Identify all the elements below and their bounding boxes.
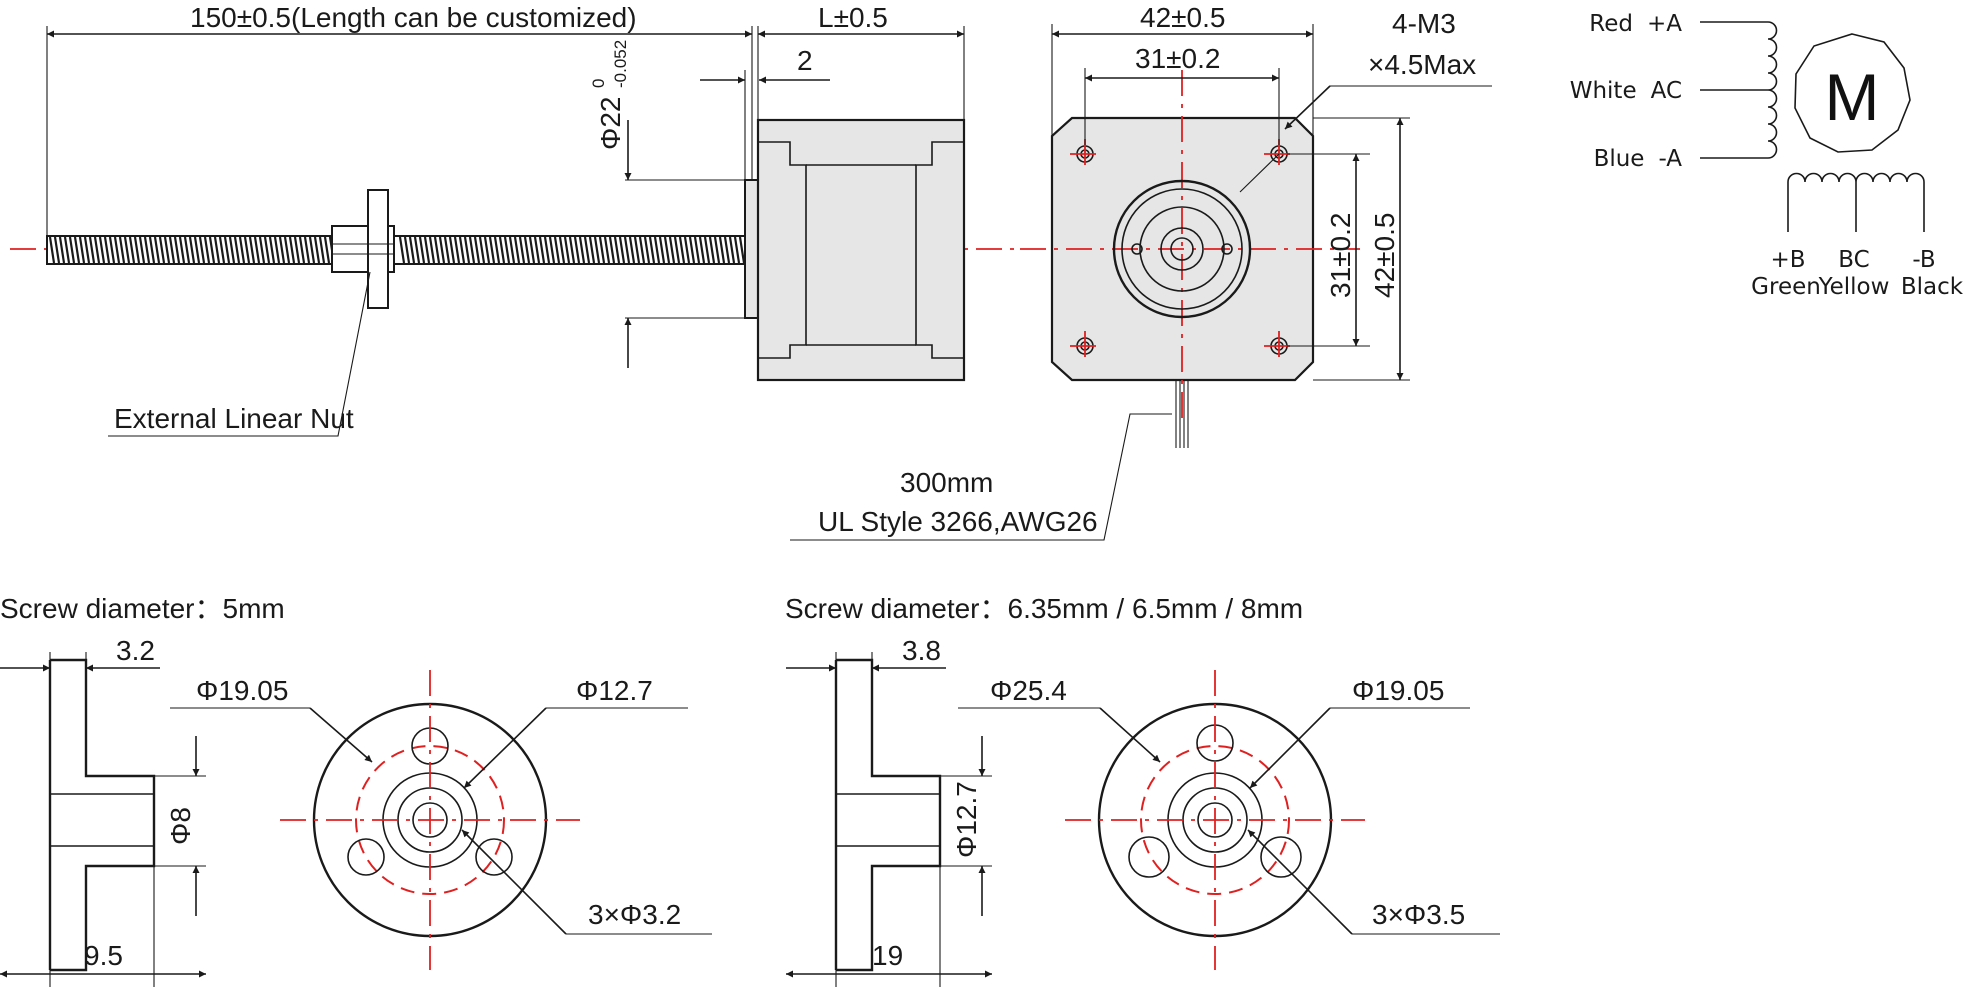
- nut-5mm-side-profile: [48, 658, 156, 972]
- nut-large-hole-3: [1260, 836, 1302, 878]
- front-view: 150±0.5(Length can be customized) L±0.5 …: [10, 2, 1020, 437]
- external-nut-label: External Linear Nut: [114, 403, 354, 434]
- nut-5mm-pcd-label: Φ12.7: [576, 675, 653, 706]
- nut-5mm-section: Screw diameter：5mm 3.2 Φ8 9.5: [0, 593, 712, 987]
- screw-length-dim: 150±0.5(Length can be customized): [190, 2, 637, 33]
- nut-large-side-profile: [834, 658, 942, 972]
- external-nut-side: [331, 189, 395, 309]
- nut-5mm-heading: Screw diameter：5mm: [0, 593, 285, 624]
- end-width-dim: 42±0.5: [1140, 2, 1225, 33]
- boss-tol-upper: 0: [589, 79, 608, 88]
- hole-spacing-dim: 31±0.2: [1135, 43, 1220, 74]
- nut-5mm-hole-3: [475, 838, 513, 876]
- nut-5mm-pcd: [355, 745, 505, 895]
- nut-large-holes-label: 3×Φ3.5: [1372, 899, 1465, 930]
- boss-diameter-dim: Φ22: [595, 97, 626, 150]
- motor-symbol-frame: [1794, 33, 1911, 153]
- nut-large-pcd-label: Φ19.05: [1352, 675, 1444, 706]
- wire-blue-label: Blue-A: [1594, 146, 1683, 172]
- wire-green-label: Green: [1751, 274, 1821, 300]
- nut-large-hole-2: [1128, 836, 1170, 878]
- screw-thread-pattern: [48, 236, 746, 264]
- end-height-dim: 42±0.5: [1369, 213, 1400, 298]
- nut-large-heading: Screw diameter：6.35mm / 6.5mm / 8mm: [785, 593, 1303, 624]
- nut-5mm-outer-diameter: Φ19.05: [196, 675, 288, 706]
- motor-end-view: 42±0.5 31±0.2 4-M3 ×4.5Max 31±0.2 42±0.5…: [790, 2, 1492, 541]
- nut-large-outer-diameter: Φ25.4: [990, 675, 1067, 706]
- nut-large-hub-diameter: Φ12.7: [951, 781, 982, 858]
- nut-5mm-holes-label: 3×Φ3.2: [588, 899, 681, 930]
- wire-b-plus-signal: +B: [1770, 247, 1805, 273]
- motor-length-dim: L±0.5: [818, 2, 888, 33]
- nut-large-length: 19: [872, 940, 903, 971]
- motor-symbol: M: [1825, 60, 1880, 134]
- wire-red-label: Red+A: [1589, 11, 1682, 37]
- nut-5mm-flange-thickness: 3.2: [116, 635, 155, 666]
- hole-depth-label: ×4.5Max: [1368, 49, 1476, 80]
- cable-length-label: 300mm: [900, 467, 993, 498]
- nut-large-section: Screw diameter：6.35mm / 6.5mm / 8mm 3.8 …: [785, 593, 1500, 987]
- cable-spec-label: UL Style 3266,AWG26: [818, 506, 1098, 537]
- boss-height-dim: 2: [797, 45, 813, 76]
- lead-screw: [46, 235, 748, 265]
- nut-large-flange-thickness: 3.8: [902, 635, 941, 666]
- nut-5mm-hub-diameter: Φ8: [165, 807, 196, 845]
- mount-hole-bl: [1070, 331, 1100, 361]
- nut-5mm-length: 9.5: [84, 940, 123, 971]
- wire-b-minus-signal: -B: [1912, 247, 1935, 273]
- lead-wires: [1175, 380, 1189, 448]
- motor-body-side: [756, 118, 966, 382]
- wire-b-center-signal: BC: [1838, 247, 1869, 273]
- hole-spacing-v-dim: 31±0.2: [1325, 213, 1356, 298]
- mount-holes-label: 4-M3: [1392, 8, 1456, 39]
- nut-large-pcd: [1140, 745, 1290, 895]
- wire-yellow-label: Yellow: [1818, 274, 1890, 300]
- nut-5mm-hole-2: [347, 838, 385, 876]
- boss-tol-lower: -0.052: [611, 40, 630, 88]
- coil-a: [1767, 21, 1778, 159]
- wire-black-label: Black: [1901, 274, 1964, 300]
